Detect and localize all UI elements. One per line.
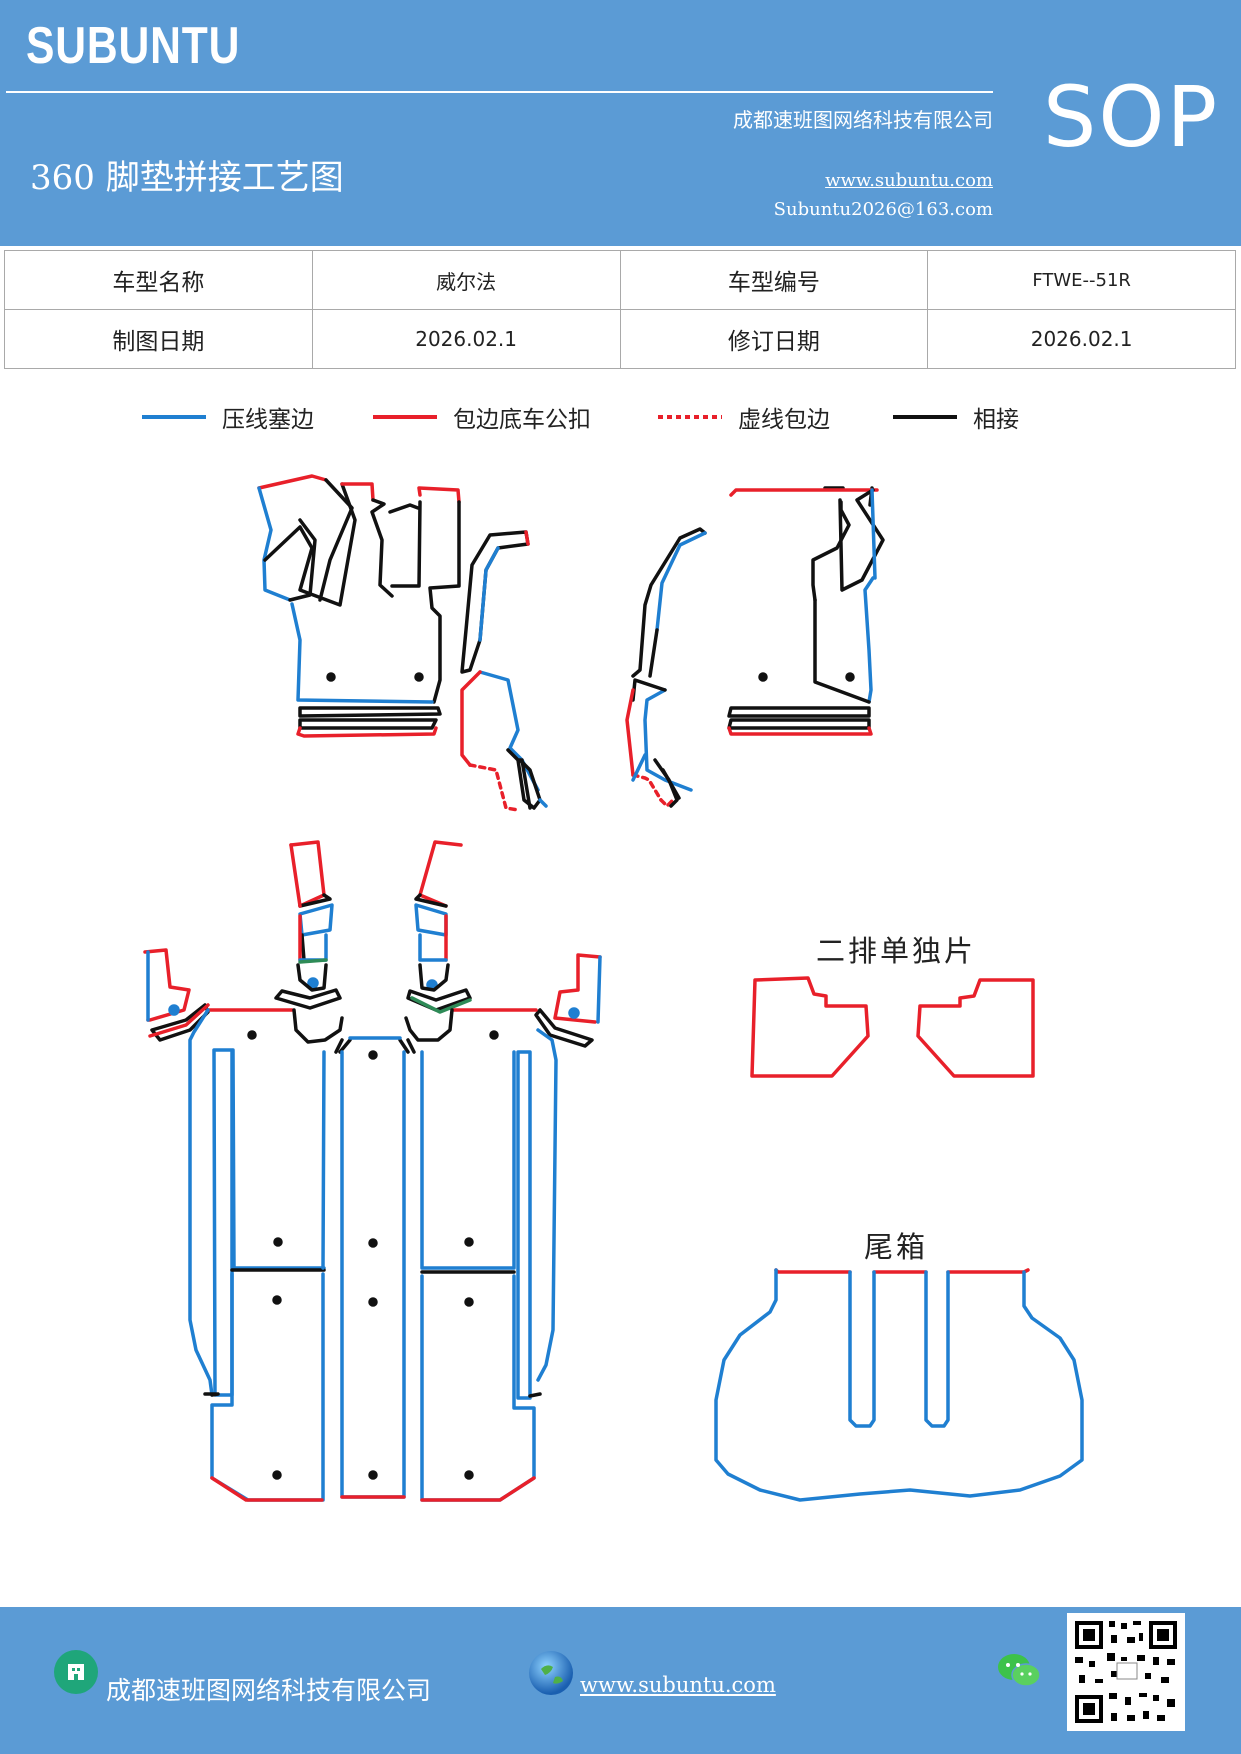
front-right-mats	[625, 486, 885, 808]
legend-label: 虚线包边	[738, 407, 830, 433]
legend-swatch-red-dotted	[658, 415, 722, 419]
page-title: 360 脚垫拼接工艺图	[30, 158, 344, 198]
revise-date-value: 2026.02.1	[927, 309, 1236, 369]
model-code-value: FTWE--51R	[927, 250, 1236, 310]
brand-logo: SUBUNTU	[26, 17, 241, 75]
header-divider	[6, 91, 993, 93]
legend-label: 包边底车公扣	[453, 407, 591, 433]
revise-date-label: 修订日期	[619, 309, 929, 369]
footer-company: 成都速班图网络科技有限公司	[106, 1676, 432, 1705]
second-row-label: 二排单独片	[816, 934, 977, 968]
draw-date-label: 制图日期	[4, 309, 313, 369]
email-address: Subuntu2026@163.com	[773, 199, 993, 220]
legend-swatch-blue	[142, 415, 206, 419]
trunk-mat	[714, 1268, 1084, 1502]
mat-diagram	[143, 474, 1084, 1502]
table-row: 制图日期 2026.02.1 修订日期 2026.02.1	[4, 309, 1236, 369]
website-link[interactable]: www.subuntu.com	[825, 170, 993, 191]
rear-floor-mats	[143, 840, 602, 1502]
model-name-label: 车型名称	[4, 250, 313, 310]
front-left-mats	[257, 474, 548, 812]
legend-swatch-black	[893, 415, 957, 419]
legend-label: 压线塞边	[222, 407, 314, 433]
company-name: 成都速班图网络科技有限公司	[733, 108, 993, 132]
wechat-icon[interactable]	[996, 1651, 1042, 1691]
doc-type-label: SOP	[1043, 68, 1220, 166]
legend-item-press-line: 压线塞边	[142, 400, 314, 434]
globe-icon	[529, 1651, 573, 1695]
trunk-label: 尾箱	[864, 1230, 929, 1264]
draw-date-value: 2026.02.1	[311, 309, 621, 369]
header-banner: SUBUNTU SOP 成都速班图网络科技有限公司 360 脚垫拼接工艺图 ww…	[0, 0, 1241, 246]
legend-item-join: 相接	[893, 400, 1019, 434]
footer-banner: 成都速班图网络科技有限公司 www.subuntu.com	[0, 1607, 1241, 1754]
building-icon	[54, 1650, 98, 1694]
second-row-pieces	[750, 976, 1035, 1078]
legend-swatch-red	[373, 415, 437, 419]
legend-item-dotted-edge: 虚线包边	[658, 400, 830, 434]
info-table: 车型名称 威尔法 车型编号 FTWE--51R 制图日期 2026.02.1 修…	[4, 250, 1236, 369]
model-code-label: 车型编号	[619, 250, 929, 310]
qr-code	[1067, 1613, 1185, 1731]
legend-item-red-edge: 包边底车公扣	[373, 400, 591, 434]
model-name-value: 威尔法	[311, 250, 621, 310]
footer-website-link[interactable]: www.subuntu.com	[580, 1673, 776, 1697]
table-row: 车型名称 威尔法 车型编号 FTWE--51R	[4, 250, 1236, 310]
legend-label: 相接	[973, 407, 1019, 433]
